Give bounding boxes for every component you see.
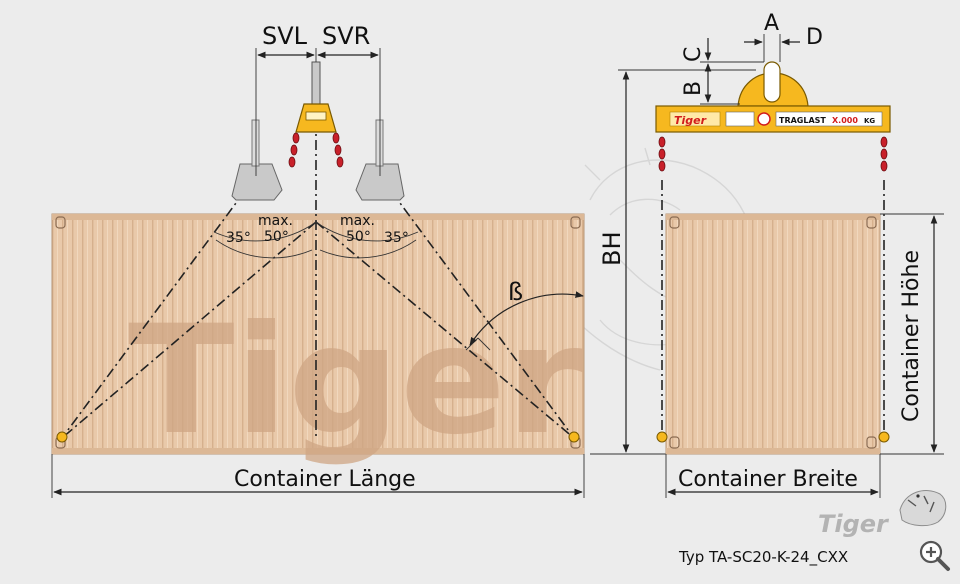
hook-right-end [878, 431, 890, 443]
beam-load-value: X.000 [832, 116, 858, 125]
bh-dimension [590, 69, 756, 455]
container-length-label: Container Länge [234, 467, 416, 492]
zoom-in-icon [919, 540, 950, 571]
beta-label: ß [508, 278, 523, 306]
container-width-label: Container Breite [678, 467, 858, 492]
angle-right-max: max. [340, 213, 375, 229]
d-label: D [806, 25, 823, 50]
svl-svr-dimension [255, 48, 381, 176]
tiger-logo-text: Tiger [818, 510, 890, 538]
angle-left-inner: 50° [264, 229, 289, 245]
container-height-label: Container Höhe [899, 250, 924, 422]
svl-label: SVL [262, 22, 308, 50]
type-code-label: Typ TA-SC20-K-24_CXX [678, 548, 848, 567]
beam-load-unit: KG [864, 117, 875, 125]
container-height-dimension [880, 213, 944, 455]
beta-angle-marker [465, 291, 584, 351]
angle-left-max: max. [258, 213, 293, 229]
hook-left-end [656, 431, 668, 443]
b-c-dimension [700, 38, 764, 105]
angle-left-outer: 35° [226, 230, 251, 246]
a-d-dimension [744, 34, 800, 62]
container-side-view [51, 213, 585, 455]
svr-label: SVR [322, 22, 370, 50]
angle-right-outer: 35° [384, 230, 409, 246]
sling-lines-end [661, 180, 885, 434]
beam-brand: Tiger [674, 114, 707, 127]
a-label: A [764, 11, 779, 36]
c-label: C [681, 47, 706, 62]
angle-arcs [213, 221, 419, 259]
b-label: B [681, 81, 706, 96]
container-length-dimension [51, 454, 585, 498]
tiger-logo-icon [899, 490, 947, 527]
bh-label: BH [598, 231, 626, 266]
beam-load-label: TRAGLAST [779, 116, 826, 125]
container-width-dimension [665, 454, 881, 498]
angle-right-inner: 50° [346, 229, 371, 245]
tiger-watermark-text: Tiger [128, 294, 583, 468]
lifting-beam-front [655, 61, 891, 172]
zoom-button[interactable] [917, 538, 951, 572]
container-end-view [665, 213, 881, 455]
